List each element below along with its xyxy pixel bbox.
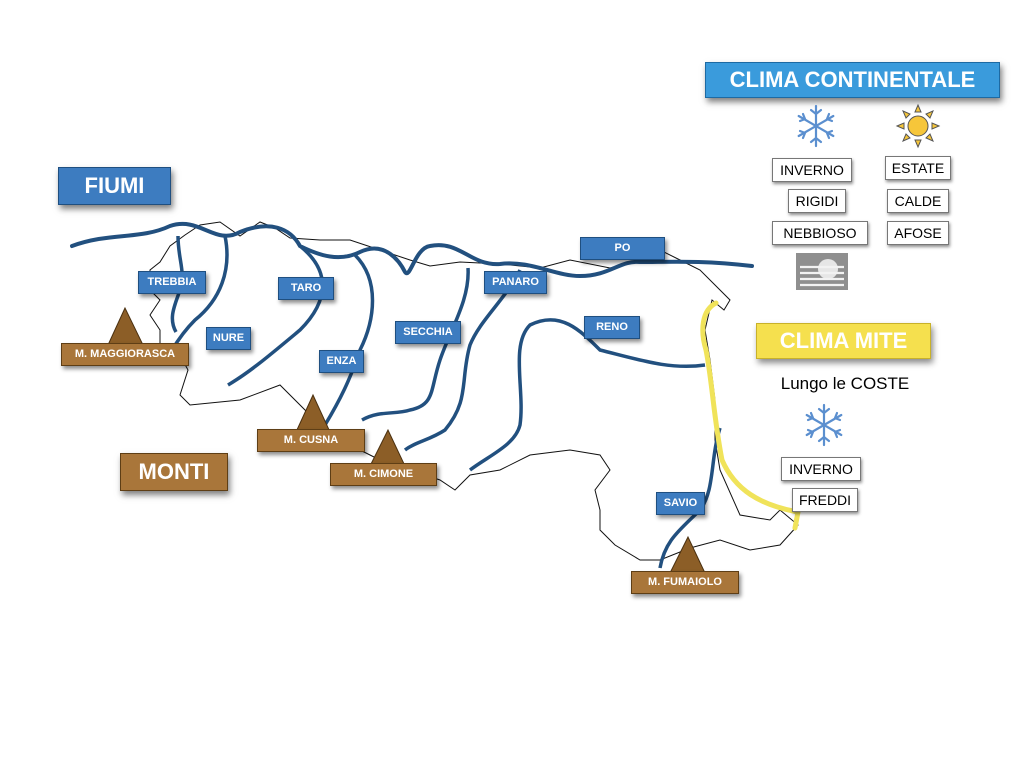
snowflake-icon xyxy=(797,104,835,148)
fiumi-label: FIUMI xyxy=(58,167,171,205)
monti-label: MONTI xyxy=(120,453,228,491)
river-enza xyxy=(323,253,375,426)
fog-icon xyxy=(796,253,848,290)
region-border xyxy=(149,221,799,561)
cont-word-rigidi: RIGIDI xyxy=(788,189,846,213)
river-label-reno: RENO xyxy=(584,316,640,339)
cont-word-afose: AFOSE xyxy=(887,221,949,245)
cont-word-estate: ESTATE xyxy=(885,156,951,180)
river-label-nure: NURE xyxy=(206,327,251,350)
cont-word-inverno: INVERNO xyxy=(772,158,852,182)
river-taro xyxy=(227,244,325,387)
sun-icon xyxy=(895,103,941,149)
river-label-secchia: SECCHIA xyxy=(395,321,461,344)
mite-word-inverno: INVERNO xyxy=(781,457,861,481)
river-label-enza: ENZA xyxy=(319,350,364,373)
river-label-panaro: PANARO xyxy=(484,271,547,294)
clima-mite-subtitle: Lungo le COSTE xyxy=(780,374,910,393)
cont-word-nebbioso: NEBBIOSO xyxy=(772,221,868,245)
mountain-label-fumaiolo: M. FUMAIOLO xyxy=(631,571,739,594)
mountain-label-cusna: M. CUSNA xyxy=(257,429,365,452)
river-reno xyxy=(468,318,706,472)
river-label-taro: TARO xyxy=(278,277,334,300)
river-label-trebbia: TREBBIA xyxy=(138,271,206,294)
snowflake-icon xyxy=(805,403,843,447)
river-nure xyxy=(170,235,229,351)
river-label-savio: SAVIO xyxy=(656,492,705,515)
river-panaro xyxy=(403,269,522,452)
river-label-po: PO xyxy=(580,237,665,260)
coast-line xyxy=(700,300,801,531)
river-secchia xyxy=(361,267,470,422)
mountain-maggiorasca-icon xyxy=(107,306,144,346)
mountain-cusna-icon xyxy=(295,393,331,433)
mountain-cimone-icon xyxy=(369,428,406,467)
cont-word-calde: CALDE xyxy=(887,189,949,213)
mountain-label-maggiorasca: M. MAGGIORASCA xyxy=(61,343,189,366)
clima-continentale-title: CLIMA CONTINENTALE xyxy=(705,62,1000,98)
mountain-fumaiolo-icon xyxy=(669,535,706,574)
mite-word-freddi: FREDDI xyxy=(792,488,858,512)
mountain-label-cimone: M. CIMONE xyxy=(330,463,437,486)
clima-mite-title: CLIMA MITE xyxy=(756,323,931,359)
river-po xyxy=(70,222,754,279)
